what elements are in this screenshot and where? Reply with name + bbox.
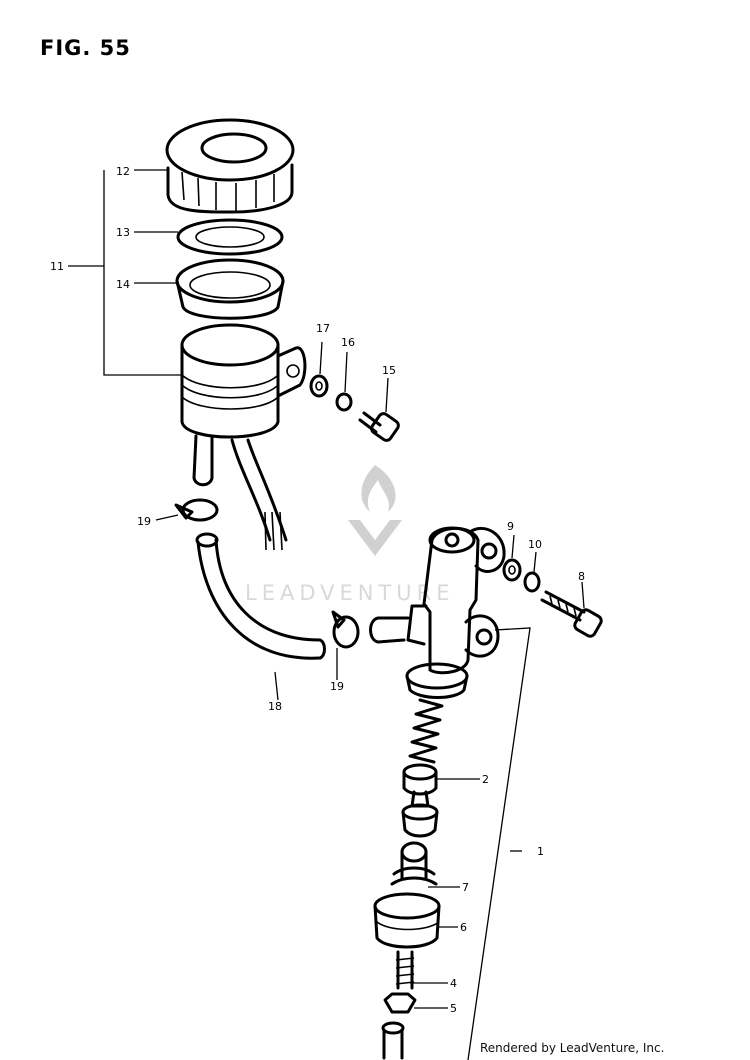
callout-13: 13 <box>116 226 130 239</box>
callout-labels: 12 13 11 14 17 16 15 19 9 10 8 19 18 2 1… <box>50 165 585 1015</box>
callout-8: 8 <box>578 570 585 583</box>
callout-2: 2 <box>482 773 489 786</box>
callout-16: 16 <box>341 336 355 349</box>
callout-9: 9 <box>507 520 514 533</box>
callout-15: 15 <box>382 364 396 377</box>
callout-7: 7 <box>462 881 469 894</box>
callout-18: 18 <box>268 700 282 713</box>
callout-4: 4 <box>450 977 457 990</box>
callout-17: 17 <box>316 322 330 335</box>
reservoir-diaphragm <box>176 218 284 256</box>
reservoir-body <box>180 323 307 551</box>
callout-19-lower: 19 <box>330 680 344 693</box>
reservoir-screw <box>358 411 400 442</box>
rod-end-fitting <box>381 1021 405 1060</box>
callout-19-upper: 19 <box>137 515 151 528</box>
leader-lines <box>68 169 585 1060</box>
adjuster-rod <box>395 950 415 990</box>
reservoir-cap <box>165 118 295 214</box>
piston-assembly <box>401 763 439 838</box>
callout-10: 10 <box>528 538 542 551</box>
reservoir-washer <box>309 374 329 398</box>
reservoir-hose <box>195 532 326 660</box>
callout-5: 5 <box>450 1002 457 1015</box>
reservoir-plate <box>175 258 285 320</box>
cylinder-mount-washer <box>502 558 522 582</box>
render-credit: Rendered by LeadVenture, Inc. <box>480 1041 665 1055</box>
rod-boot <box>373 892 441 949</box>
piston-spring <box>408 698 444 764</box>
figure-title: FIG. 55 <box>40 36 131 60</box>
cylinder-mount-lock-washer <box>523 571 541 593</box>
callout-14: 14 <box>116 278 130 291</box>
callout-12: 12 <box>116 165 130 178</box>
master-cylinder-body <box>369 526 506 699</box>
push-rod <box>390 841 438 886</box>
reservoir-lock-washer <box>335 392 353 412</box>
callout-1: 1 <box>537 845 544 858</box>
watermark-text: LEADVENTURE <box>245 581 455 605</box>
watermark-logo-icon <box>348 465 402 556</box>
cylinder-mount-bolt <box>540 590 603 638</box>
leadventure-watermark: LEADVENTURE <box>245 465 455 605</box>
lock-nut <box>383 992 417 1014</box>
callout-11: 11 <box>50 260 64 273</box>
callout-6: 6 <box>460 921 467 934</box>
hose-clamp-upper <box>174 498 219 522</box>
hose-clamp-lower <box>331 610 360 649</box>
